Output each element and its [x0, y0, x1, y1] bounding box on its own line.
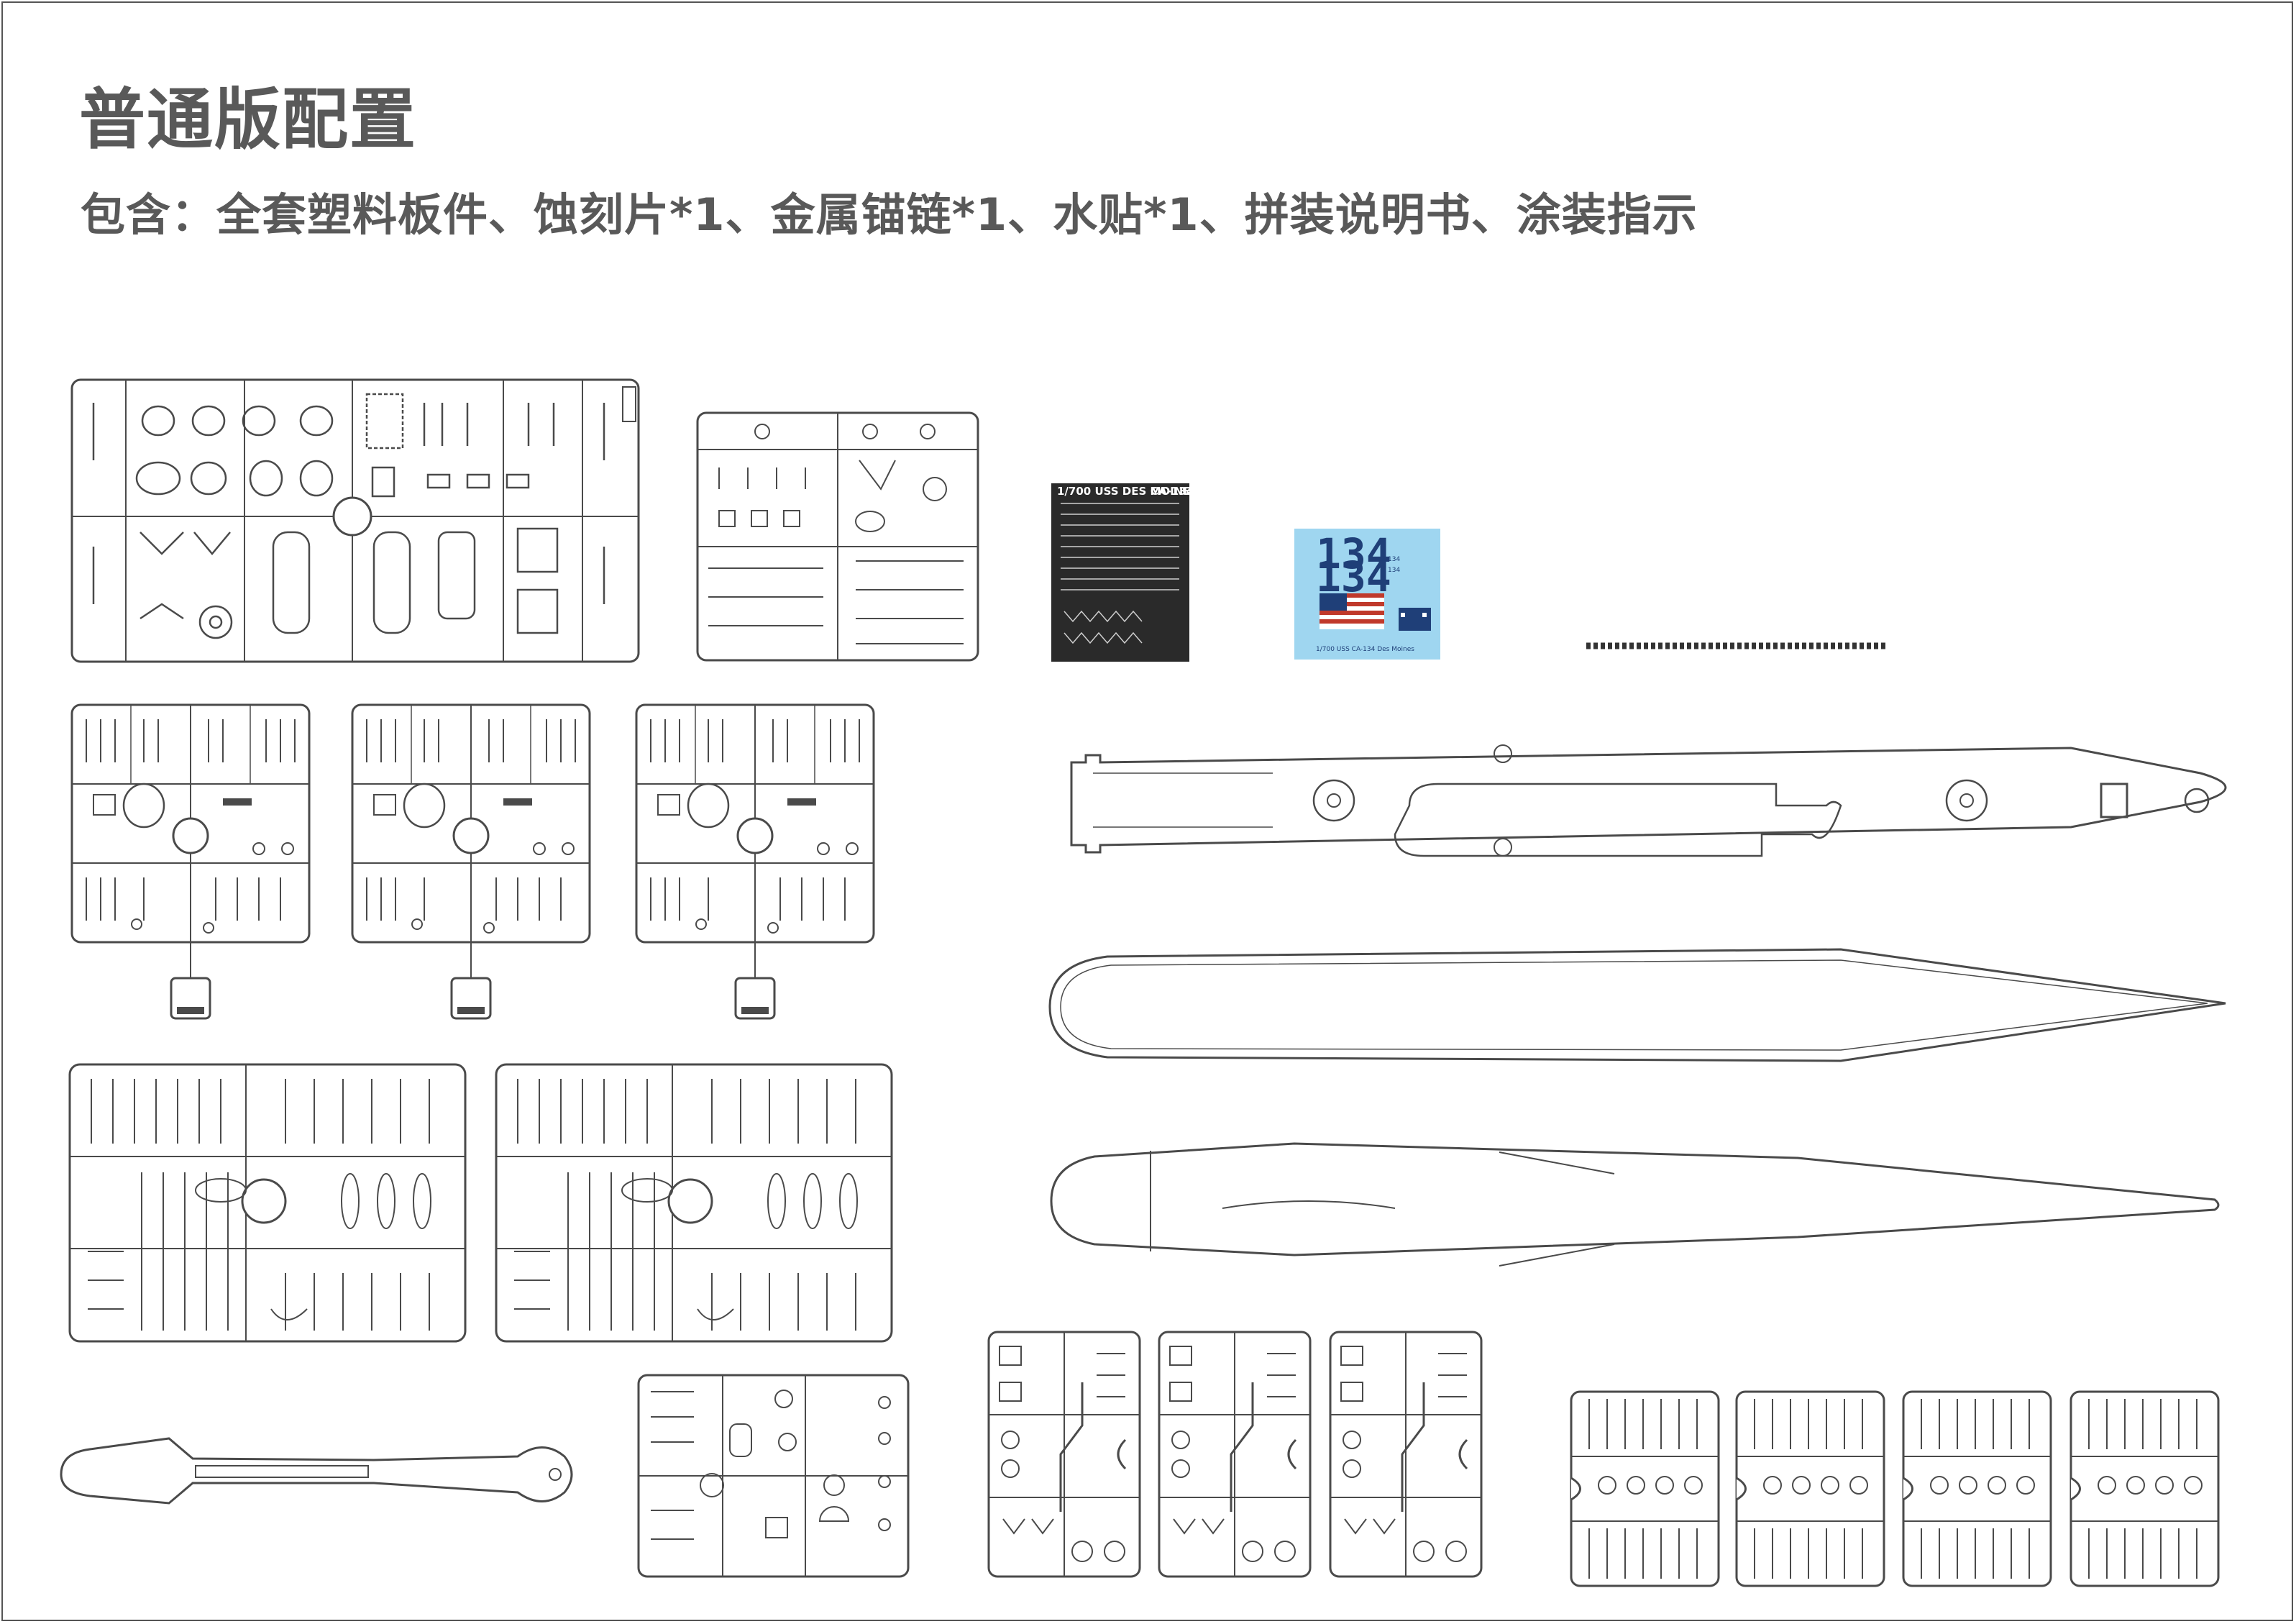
page-title: 普通版配置: [79, 81, 418, 158]
keel-part: [60, 1437, 573, 1505]
sprue-armament-1: [70, 703, 311, 1020]
decal-hull-number-a: 134: [1316, 529, 1391, 578]
decal-hull-number-b: 134: [1316, 552, 1391, 601]
photo-etch-sheet: 1/700 USS DES MOINES CA-134: [1051, 483, 1198, 662]
hull-lower-part: [1050, 1142, 2220, 1267]
sprue-masts-2: [495, 1063, 893, 1343]
sprue-aa-guns-2: [1735, 1390, 1885, 1587]
sprue-masts-1: [68, 1063, 467, 1343]
sprue-boats: [637, 1374, 910, 1578]
package-contents-line: 包含：全套塑料板件、蚀刻片*1、金属锚链*1、水贴*1、拼装说明书、涂装指示: [81, 188, 1698, 241]
sprue-superstructure-1: [987, 1331, 1141, 1578]
jack-flag-decal-icon: [1399, 608, 1431, 631]
sprue-aa-guns-3: [1902, 1390, 2052, 1587]
photo-etch-label: 1/700 USS DES MOINES: [1057, 485, 1198, 498]
sprue-armament-3: [635, 703, 875, 1020]
sprue-armament-2: [351, 703, 591, 1020]
sprue-aa-guns-1: [1570, 1390, 1720, 1587]
decal-sheet: 134 134 134 134 1/700 USS CA-134 Des Moi…: [1294, 529, 1440, 660]
us-flag-decal-icon: [1319, 593, 1384, 629]
decal-caption: 1/700 USS CA-134 Des Moines: [1316, 646, 1414, 653]
sprue-fittings: [696, 411, 979, 662]
decal-small-number-b: 134: [1388, 567, 1400, 574]
sprue-aa-guns-4: [2069, 1390, 2220, 1587]
main-deck-part: [1070, 744, 2227, 857]
photo-etch-hull-code: CA-134: [1151, 485, 1194, 498]
sprue-superstructure-2: [1158, 1331, 1312, 1578]
decal-small-number-a: 134: [1388, 556, 1400, 563]
sprue-superstructure-3: [1329, 1331, 1483, 1578]
sprue-hull-parts: [70, 378, 640, 663]
hull-upper-part: [1048, 948, 2226, 1062]
